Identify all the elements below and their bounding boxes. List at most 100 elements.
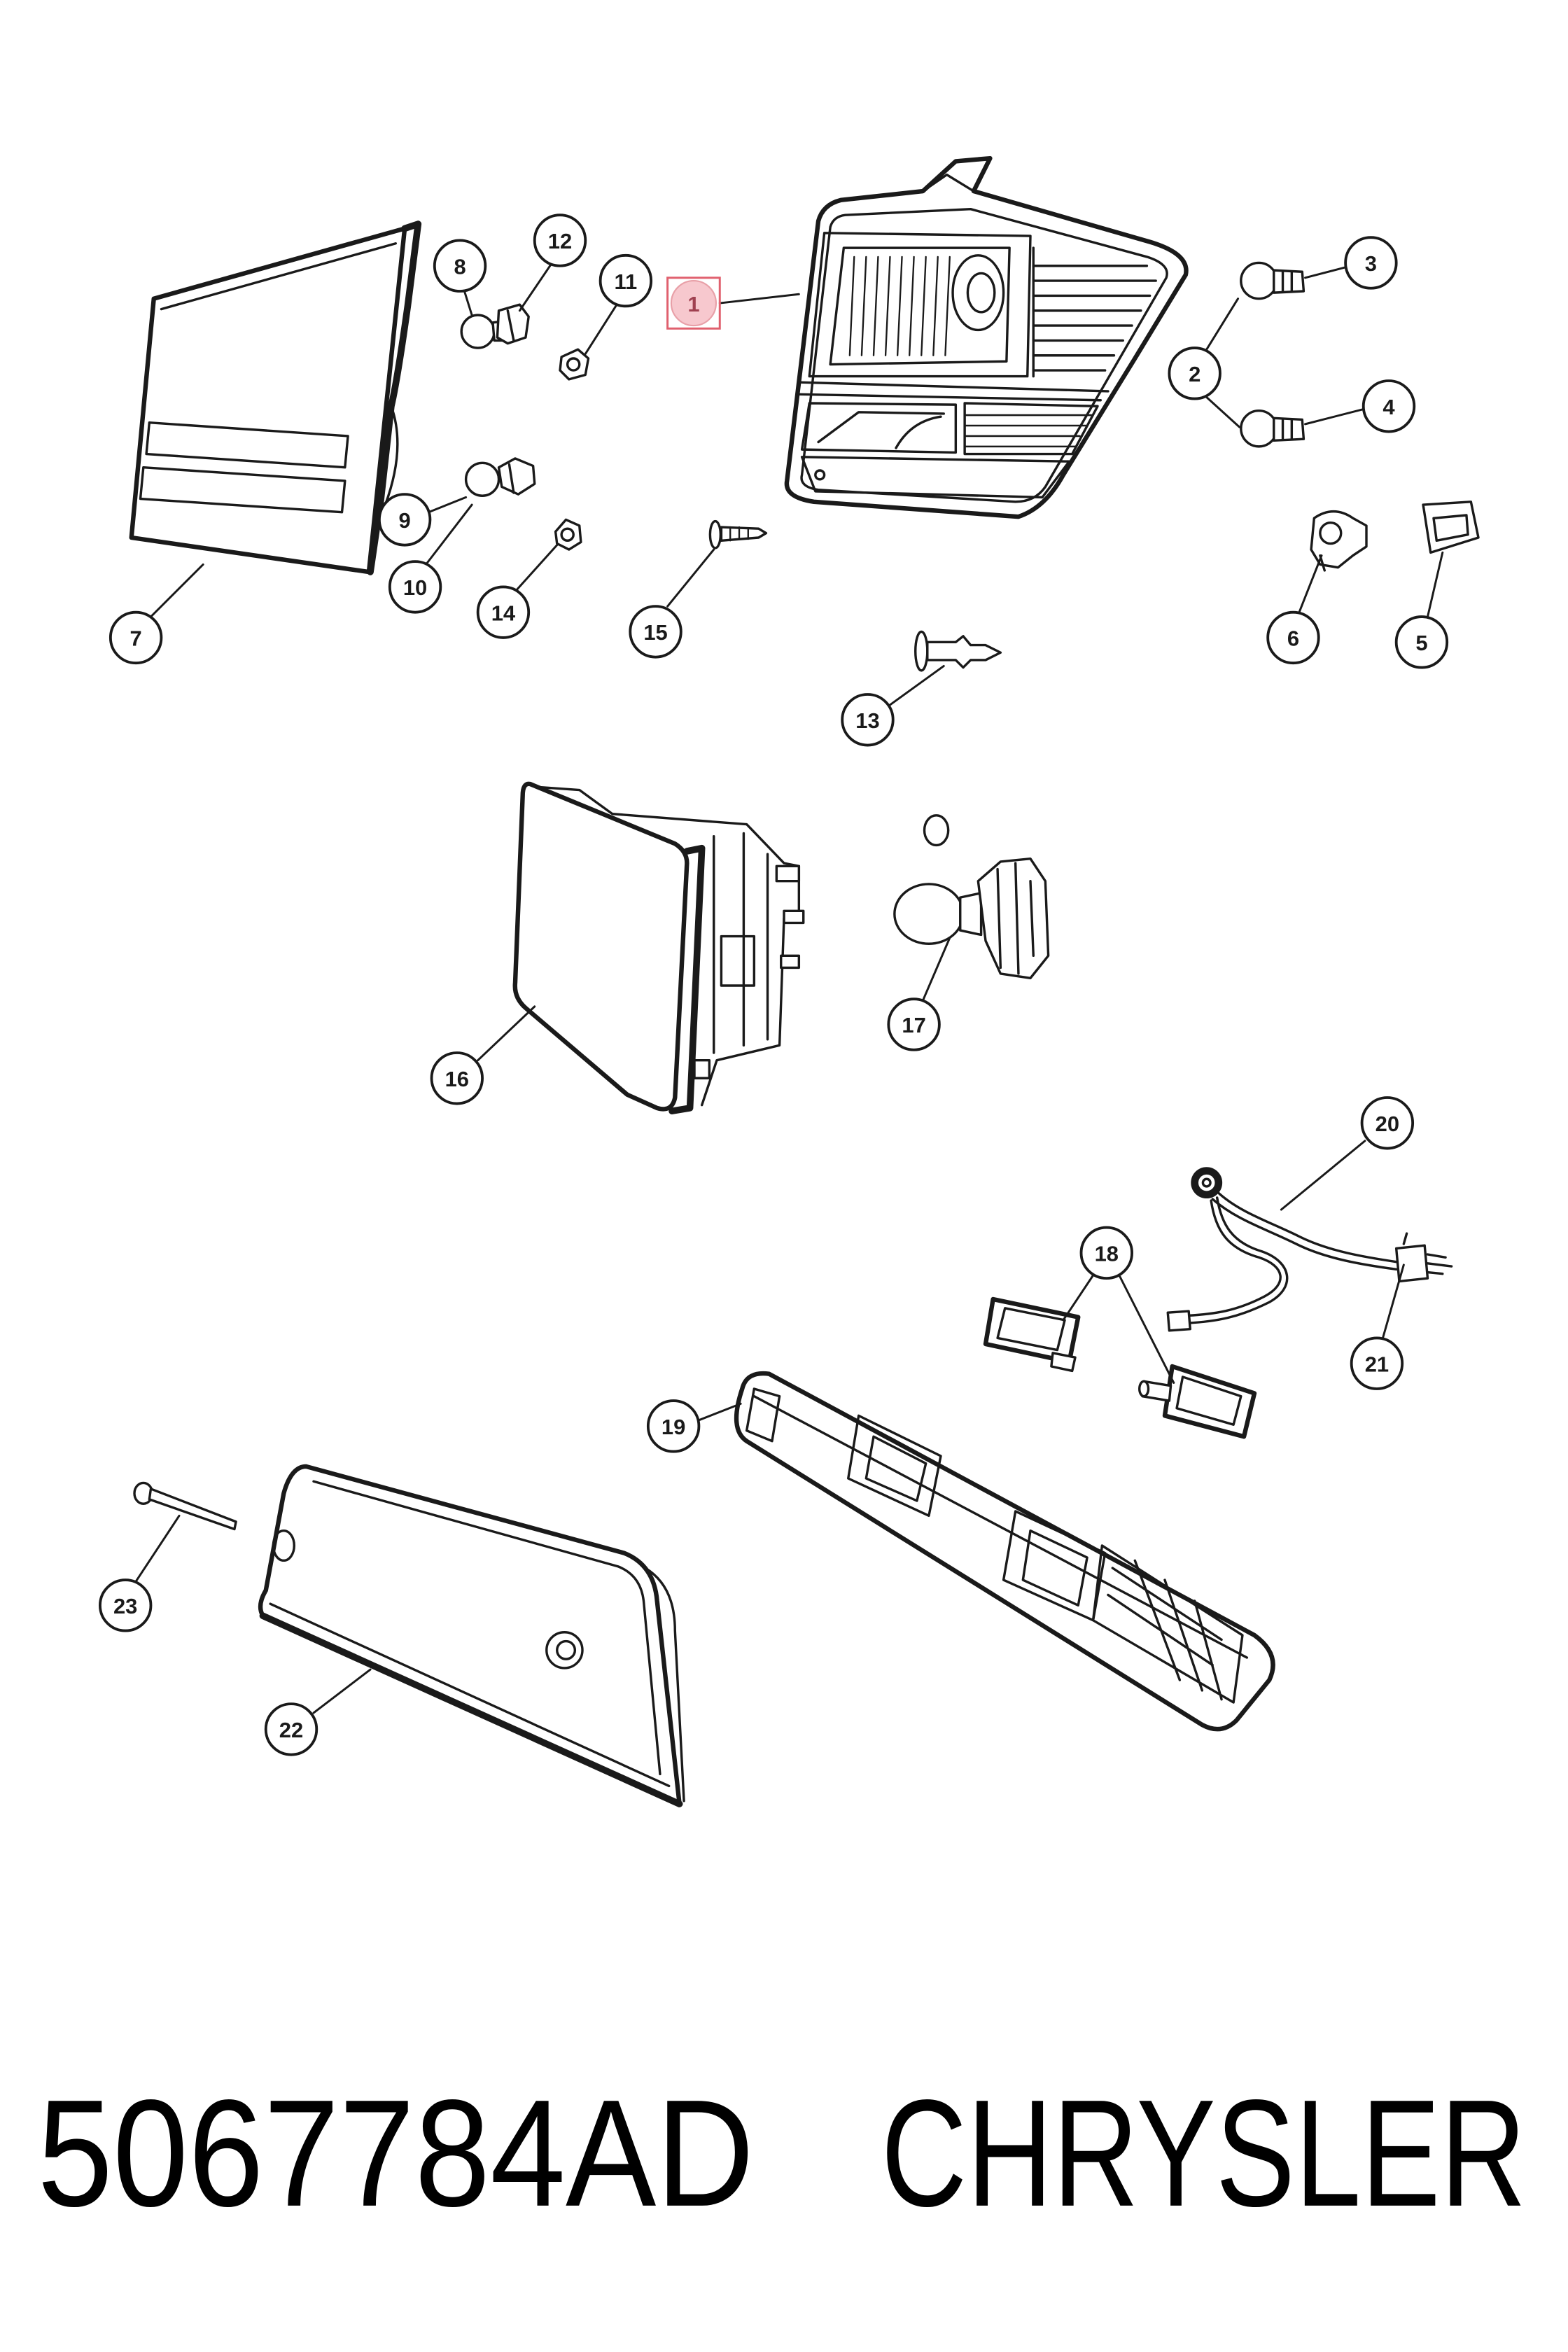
leader-line-11	[584, 303, 618, 356]
callout-circle	[99, 1578, 153, 1632]
brand-name: CHRYSLER	[881, 2068, 1527, 2239]
callout-number: 23	[113, 1594, 137, 1618]
bulb-glass	[464, 461, 500, 497]
reflector-chamber	[808, 232, 1032, 378]
harness-wire-branch	[1186, 1196, 1289, 1324]
callout-8[interactable]: 8	[433, 239, 487, 293]
callout-circle	[629, 605, 682, 659]
lamp-plug-end	[1138, 1380, 1150, 1398]
callout-9[interactable]: 9	[377, 493, 432, 547]
license-lamp-18b	[1138, 1364, 1257, 1439]
callout-11[interactable]: 11	[598, 253, 653, 308]
lens-reflector-bar-upper	[145, 421, 349, 469]
callout-19[interactable]: 19	[646, 1399, 701, 1453]
callout-number: 5	[1415, 631, 1427, 655]
callout-circle	[264, 1702, 318, 1756]
screw-15	[708, 519, 768, 550]
callout-14[interactable]: 14	[476, 585, 531, 639]
bulb-10	[464, 461, 500, 497]
push-pin-13	[914, 630, 1002, 672]
pin-23	[133, 1481, 237, 1531]
leader-line-21	[1381, 1264, 1405, 1339]
socket-opening	[1319, 521, 1343, 545]
mount-boss-right	[545, 1631, 584, 1670]
lamp-ribs-lower	[963, 414, 1093, 448]
lamp-mount-fin	[921, 173, 975, 192]
bulb-housing	[951, 254, 1005, 332]
callout-10[interactable]: 10	[388, 560, 442, 614]
bulb-base-ribs	[1281, 418, 1294, 440]
callout-circle	[670, 280, 717, 327]
harness-end-connector	[1166, 1310, 1191, 1332]
callout-5[interactable]: 5	[1394, 615, 1449, 669]
callout-16[interactable]: 16	[430, 1051, 484, 1105]
clip-inner	[1432, 514, 1469, 542]
callout-number: 10	[403, 575, 427, 600]
callout-21[interactable]: 21	[1350, 1336, 1404, 1390]
bulb-4	[1240, 409, 1306, 448]
reflector-stripes	[848, 255, 951, 356]
lens-panel-side-bump	[384, 405, 399, 506]
bulb-housing-inner	[966, 272, 996, 314]
callout-13[interactable]: 13	[841, 693, 895, 747]
callout-3[interactable]: 3	[1344, 236, 1398, 290]
callout-circle	[1350, 1336, 1404, 1390]
lamp-lens	[996, 1307, 1066, 1352]
callout-1-highlighted[interactable]: 1	[666, 276, 721, 330]
callout-2[interactable]: 2	[1168, 346, 1222, 400]
callout-6[interactable]: 6	[1266, 610, 1320, 665]
leader-line-6	[1298, 554, 1323, 614]
bulb-base-ribs	[1281, 270, 1294, 293]
socket-12	[496, 303, 530, 345]
leader-line-18a	[1062, 1274, 1095, 1322]
callout-12[interactable]: 12	[533, 214, 587, 267]
callout-number: 18	[1095, 1242, 1119, 1266]
bulb-glass	[1240, 409, 1278, 448]
callout-4[interactable]: 4	[1362, 379, 1416, 433]
lower-chamber-detail	[817, 411, 945, 449]
high-mount-lens-bottom-line	[269, 1602, 671, 1788]
callout-number: 12	[548, 229, 572, 253]
callout-7[interactable]: 7	[108, 610, 163, 665]
callout-20[interactable]: 20	[1360, 1096, 1415, 1150]
lens-panel-bevel	[160, 242, 398, 311]
lamp-housing-19	[734, 1371, 1275, 1732]
backup-lamp-housing-ribs	[713, 832, 769, 1054]
lower-chamber	[800, 402, 958, 454]
callout-number: 8	[454, 254, 465, 279]
callout-circle	[108, 610, 163, 665]
socket-detail	[506, 309, 515, 342]
callout-15[interactable]: 15	[629, 605, 682, 659]
leader-lines	[134, 263, 1444, 1714]
callout-circle	[646, 1399, 701, 1453]
callout-circle	[1079, 1226, 1133, 1280]
callout-22[interactable]: 22	[264, 1702, 318, 1756]
harness-wire-main	[1215, 1190, 1398, 1264]
leader-line-9	[427, 496, 468, 514]
callout-circle	[887, 997, 941, 1051]
high-mount-lens-depth	[643, 1567, 685, 1802]
push-pin-body	[926, 635, 1002, 669]
callout-23[interactable]: 23	[99, 1578, 153, 1632]
callout-circle	[1362, 379, 1416, 433]
screw-shaft	[720, 526, 768, 542]
leader-line-5	[1426, 551, 1444, 618]
callout-number: 21	[1365, 1352, 1389, 1376]
bulb-base	[1273, 269, 1306, 294]
leader-line-8	[463, 290, 473, 316]
lower-rib-region	[963, 402, 1099, 456]
lamp-mount-hole	[814, 469, 826, 481]
callout-17[interactable]: 17	[887, 997, 941, 1051]
socket-body	[496, 303, 530, 345]
callout-number: 9	[399, 508, 411, 533]
lamp-lens-panel	[129, 220, 422, 575]
callout-number: 3	[1365, 251, 1377, 276]
callout-18[interactable]: 18	[1079, 1226, 1133, 1280]
callout-circle	[388, 560, 442, 614]
socket-6	[1310, 510, 1368, 572]
reflector-inner	[829, 246, 1011, 366]
backup-lamp-16	[512, 781, 805, 1114]
callout-number: 7	[130, 626, 142, 651]
license-lamp-18a	[983, 1296, 1081, 1373]
